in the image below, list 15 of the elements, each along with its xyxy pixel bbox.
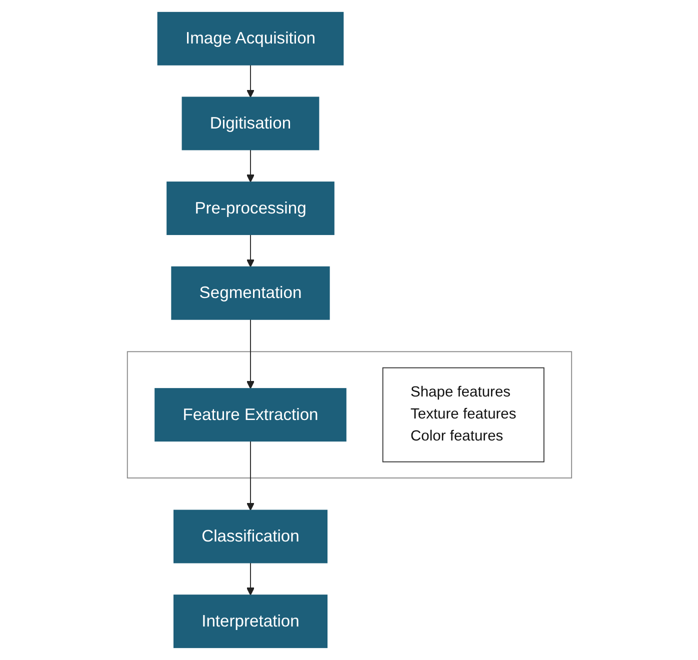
arrow [246, 318, 254, 389]
node-box: Digitisation [181, 96, 319, 150]
node-box: Classification [173, 510, 328, 564]
arrow [246, 234, 254, 268]
arrow [246, 440, 254, 511]
node-box: Pre-processing [166, 182, 334, 236]
node-box: Segmentation [170, 266, 330, 320]
cluster [126, 351, 572, 478]
node-box: Interpretation [172, 594, 328, 648]
arrow [246, 562, 254, 596]
node-box: Shape features Texture features Color features [382, 367, 544, 462]
arrow [246, 64, 254, 98]
node-box: Feature Extraction [154, 388, 346, 442]
node-box: Image Acquisition [156, 12, 344, 66]
arrow [246, 149, 254, 182]
